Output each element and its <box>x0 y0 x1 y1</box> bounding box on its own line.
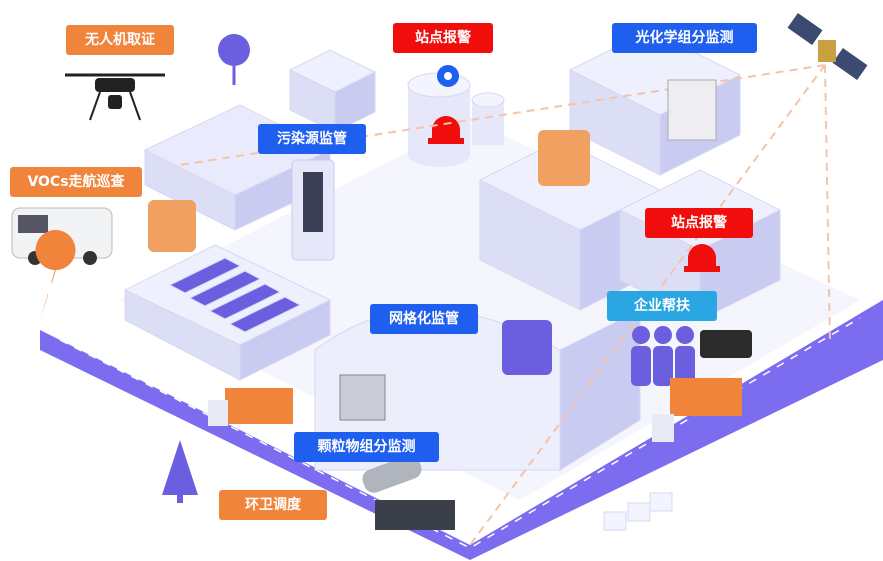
building <box>123 244 332 381</box>
device-icon <box>700 330 752 358</box>
sprayer-truck-icon <box>362 455 455 530</box>
satellite-icon <box>787 13 868 80</box>
alarm-light-icon <box>684 244 720 272</box>
location-marker-icon <box>437 65 459 87</box>
label-vocs-patrol[interactable]: VOCs走航巡查 <box>10 167 142 197</box>
monitoring-cabinet <box>291 159 335 261</box>
location-pin-icon <box>35 230 76 320</box>
label-photochemical-monitoring[interactable]: 光化学组分监测 <box>612 23 757 53</box>
warehouse <box>314 309 641 471</box>
label-pollution-source-supervision[interactable]: 污染源监管 <box>258 124 366 154</box>
road <box>40 300 883 560</box>
label-station-alarm[interactable]: 站点报警 <box>393 23 493 53</box>
boxes <box>603 492 673 531</box>
alarm-light-icon <box>428 116 464 144</box>
lab-instrument-icon <box>667 79 717 141</box>
people-icon <box>631 326 695 386</box>
drone-icon <box>65 73 165 121</box>
truck-icon <box>208 388 293 426</box>
label-drone-evidence[interactable]: 无人机取证 <box>66 25 174 55</box>
analyzer-cabinet-icon <box>339 374 386 421</box>
label-particulate-monitoring[interactable]: 颗粒物组分监测 <box>294 432 439 462</box>
message-icon <box>148 200 196 252</box>
pine-tree-icon <box>162 440 198 503</box>
truck-icon <box>652 378 742 442</box>
label-grid-supervision[interactable]: 网格化监管 <box>370 304 478 334</box>
label-station-alarm-2[interactable]: 站点报警 <box>645 208 753 238</box>
label-enterprise-support[interactable]: 企业帮扶 <box>607 291 717 321</box>
gear-icon <box>538 130 590 186</box>
building <box>288 49 377 133</box>
label-sanitation-dispatch[interactable]: 环卫调度 <box>219 490 327 520</box>
map-pin-icon <box>502 320 552 375</box>
tree-icon <box>218 34 250 85</box>
